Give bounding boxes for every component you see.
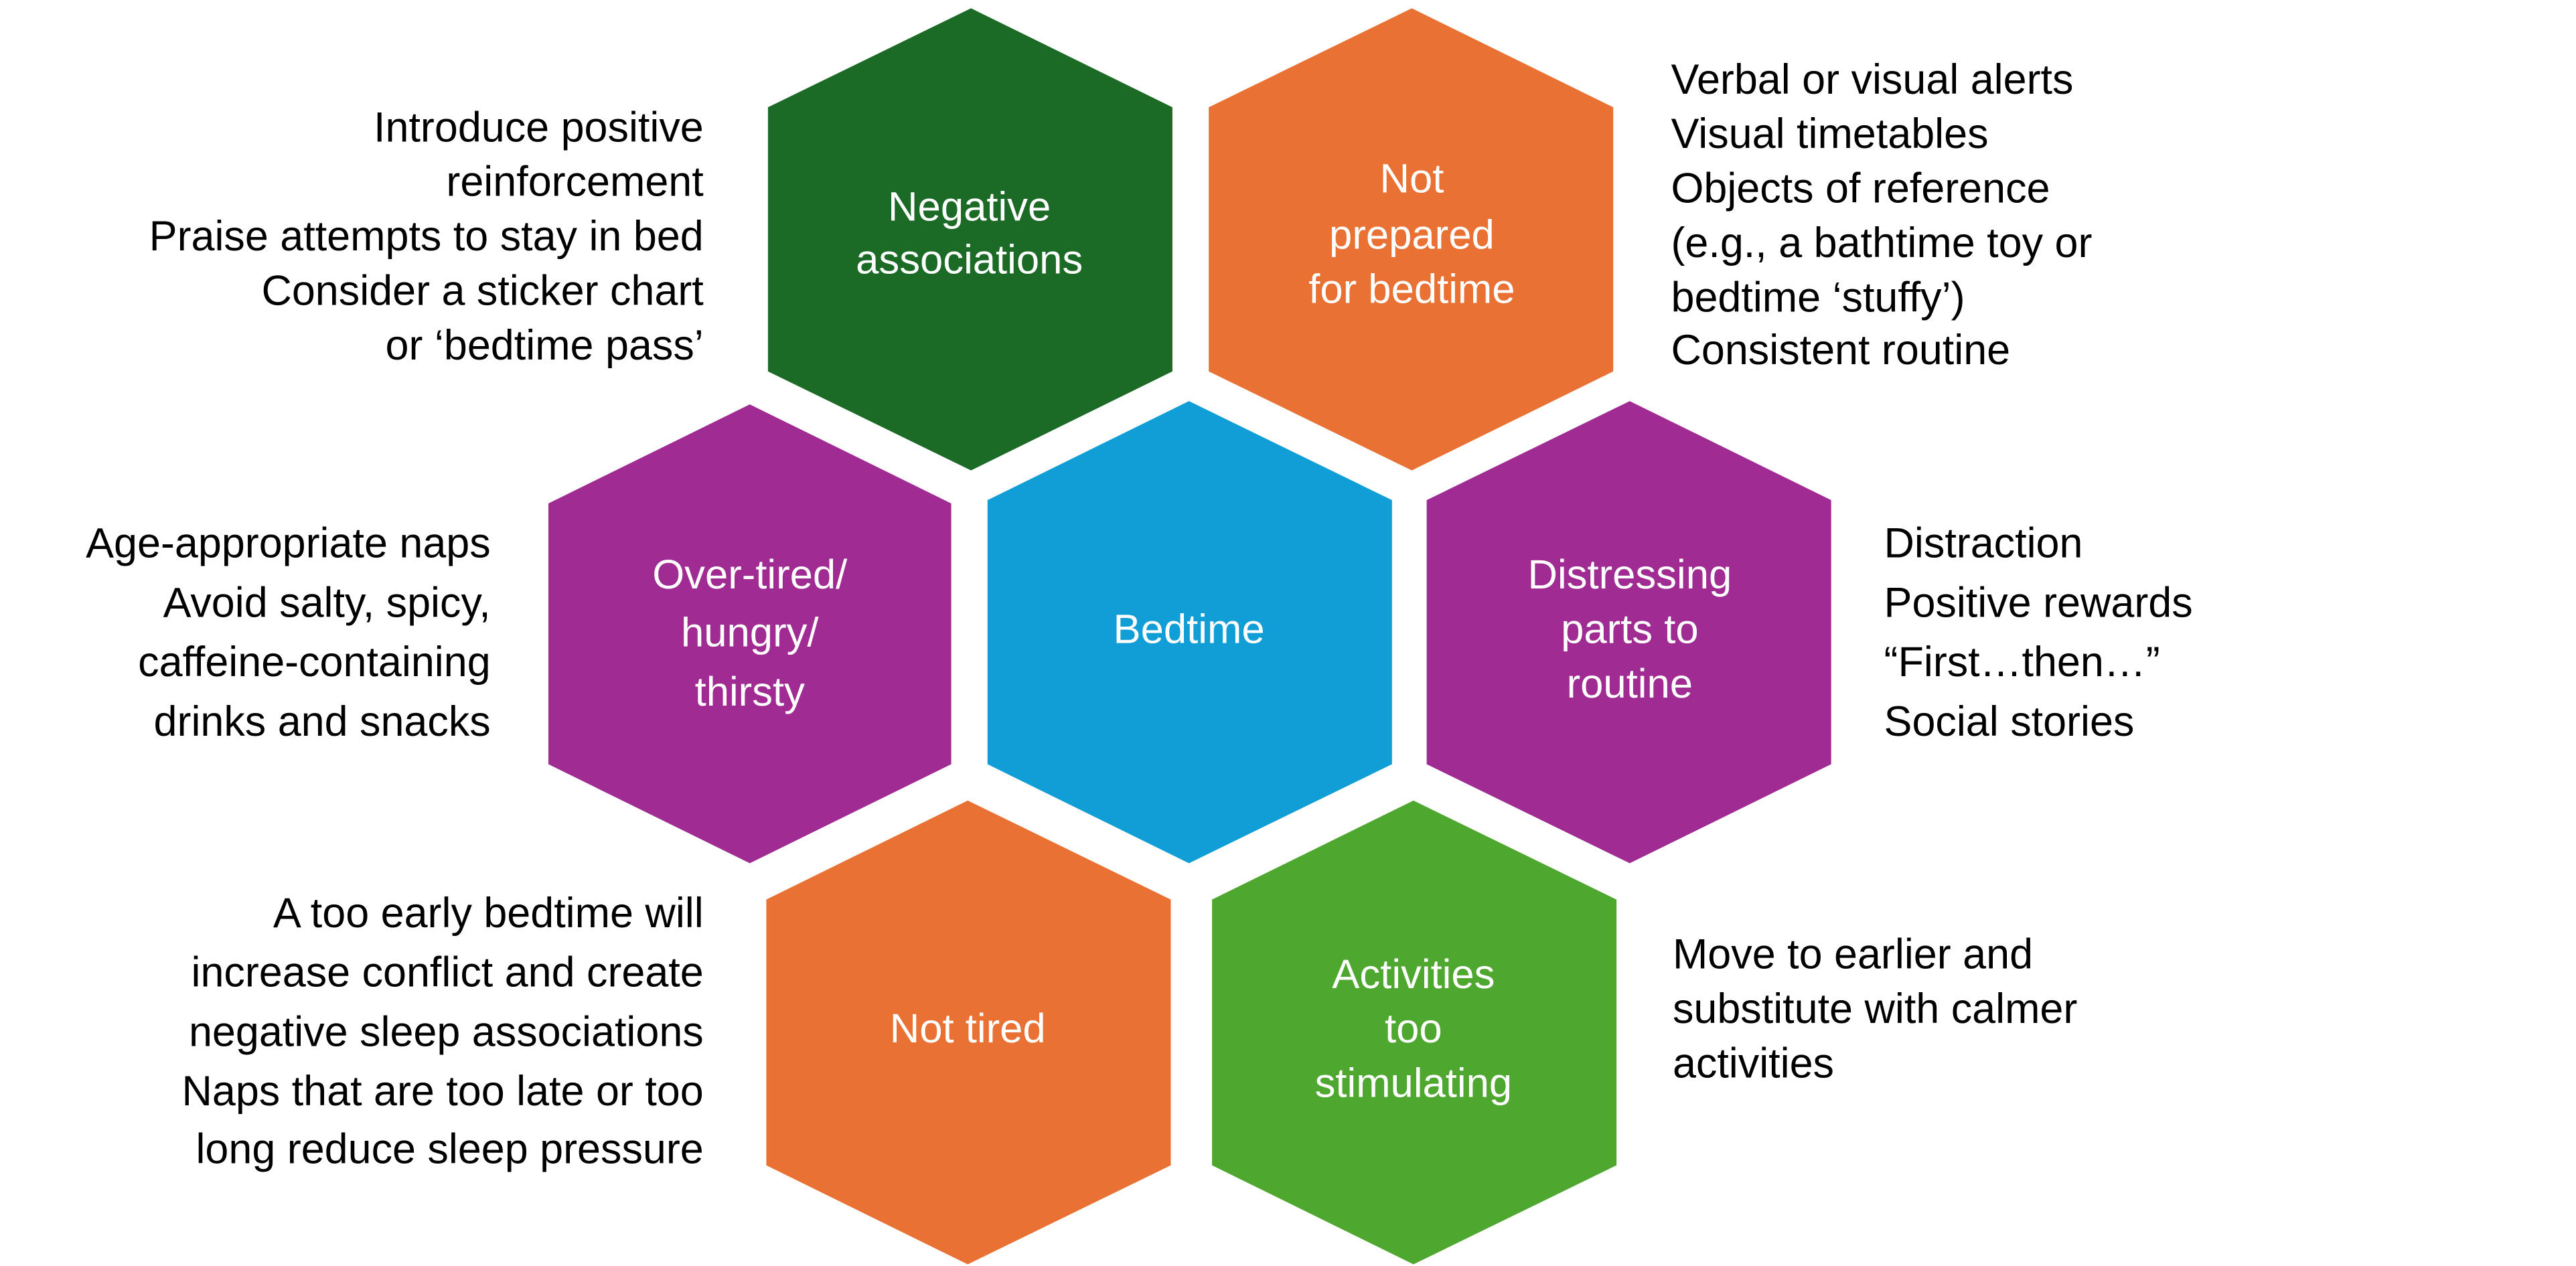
hex-not-prepared: Not prepared for bedtime <box>1209 8 1614 471</box>
note-line: Introduce positive <box>374 104 704 151</box>
note-line: Naps that are too late or too <box>181 1068 703 1115</box>
hex-label: prepared <box>1329 212 1495 258</box>
note-line: Positive rewards <box>1884 579 2193 626</box>
hexagon-shape <box>1212 800 1617 1265</box>
note-line: Consider a sticker chart <box>261 267 703 314</box>
note-line: activities <box>1673 1040 1834 1087</box>
note-line: Avoid salty, spicy, <box>163 579 491 626</box>
hex-label: Negative <box>888 183 1051 230</box>
hex-negative-associations: Negative associations <box>767 8 1172 471</box>
note-line: Verbal or visual alerts <box>1671 56 2073 103</box>
note-line: bedtime ‘stuffy’) <box>1671 274 1965 321</box>
note-line: or ‘bedtime pass’ <box>386 322 704 369</box>
notes-negative-associations: Introduce positive reinforcement Praise … <box>149 104 704 368</box>
hex-label: Not <box>1379 155 1444 202</box>
note-line: Age-appropriate naps <box>86 520 491 567</box>
note-line: Visual timetables <box>1671 110 1988 157</box>
hex-label: routine <box>1567 661 1693 707</box>
note-line: Praise attempts to stay in bed <box>149 213 704 260</box>
hexagon-shape <box>1209 8 1614 471</box>
hex-distressing-parts: Distressing parts to routine <box>1426 401 1831 864</box>
hex-label: Not tired <box>890 1006 1046 1052</box>
notes-not-prepared: Verbal or visual alerts Visual timetable… <box>1671 56 2092 374</box>
note-line: Consistent routine <box>1671 327 2010 374</box>
hex-label: hungry/ <box>681 609 819 655</box>
note-line: A too early bedtime will <box>273 890 704 937</box>
hex-not-tired: Not tired <box>766 800 1171 1265</box>
notes-distressing: Distraction Positive rewards “First…then… <box>1884 520 2193 745</box>
note-line: Distraction <box>1884 520 2083 567</box>
notes-over-tired: Age-appropriate naps Avoid salty, spicy,… <box>86 520 491 745</box>
note-line: long reduce sleep pressure <box>196 1125 703 1172</box>
hex-label: for bedtime <box>1308 266 1515 313</box>
notes-activities: Move to earlier and substitute with calm… <box>1673 931 2077 1087</box>
hexagon-shape <box>767 8 1172 471</box>
hex-label: Activities <box>1332 951 1495 998</box>
note-line: “First…then…” <box>1884 639 2160 686</box>
hexagon-shape <box>548 404 952 864</box>
note-line: increase conflict and create <box>192 949 704 996</box>
note-line: substitute with calmer <box>1673 985 2077 1032</box>
note-line: reinforcement <box>446 159 703 206</box>
note-line: Social stories <box>1884 698 2135 745</box>
hex-label: thirsty <box>695 669 806 715</box>
hex-label: parts to <box>1561 607 1699 653</box>
hex-label: Distressing <box>1527 552 1732 598</box>
hex-label: Over-tired/ <box>652 552 848 598</box>
notes-not-tired: A too early bedtime will increase confli… <box>181 890 703 1173</box>
hex-over-tired: Over-tired/ hungry/ thirsty <box>548 404 952 864</box>
hexagon-shape <box>1426 401 1831 864</box>
hexagon-shape <box>987 401 1392 864</box>
note-line: Move to earlier and <box>1673 931 2033 978</box>
hex-label: Bedtime <box>1114 607 1265 653</box>
hex-label: associations <box>856 236 1083 283</box>
hex-activities-stimulating: Activities too stimulating <box>1212 800 1617 1265</box>
note-line: negative sleep associations <box>189 1008 704 1055</box>
hexagon-shape <box>766 800 1171 1265</box>
hex-label: too <box>1385 1006 1442 1052</box>
note-line: (e.g., a bathtime toy or <box>1671 220 2092 266</box>
note-line: drinks and snacks <box>154 698 491 745</box>
hex-label: stimulating <box>1315 1060 1513 1107</box>
note-line: Objects of reference <box>1671 165 2050 212</box>
hex-bedtime-center: Bedtime <box>987 401 1392 864</box>
note-line: caffeine-containing <box>138 639 491 686</box>
